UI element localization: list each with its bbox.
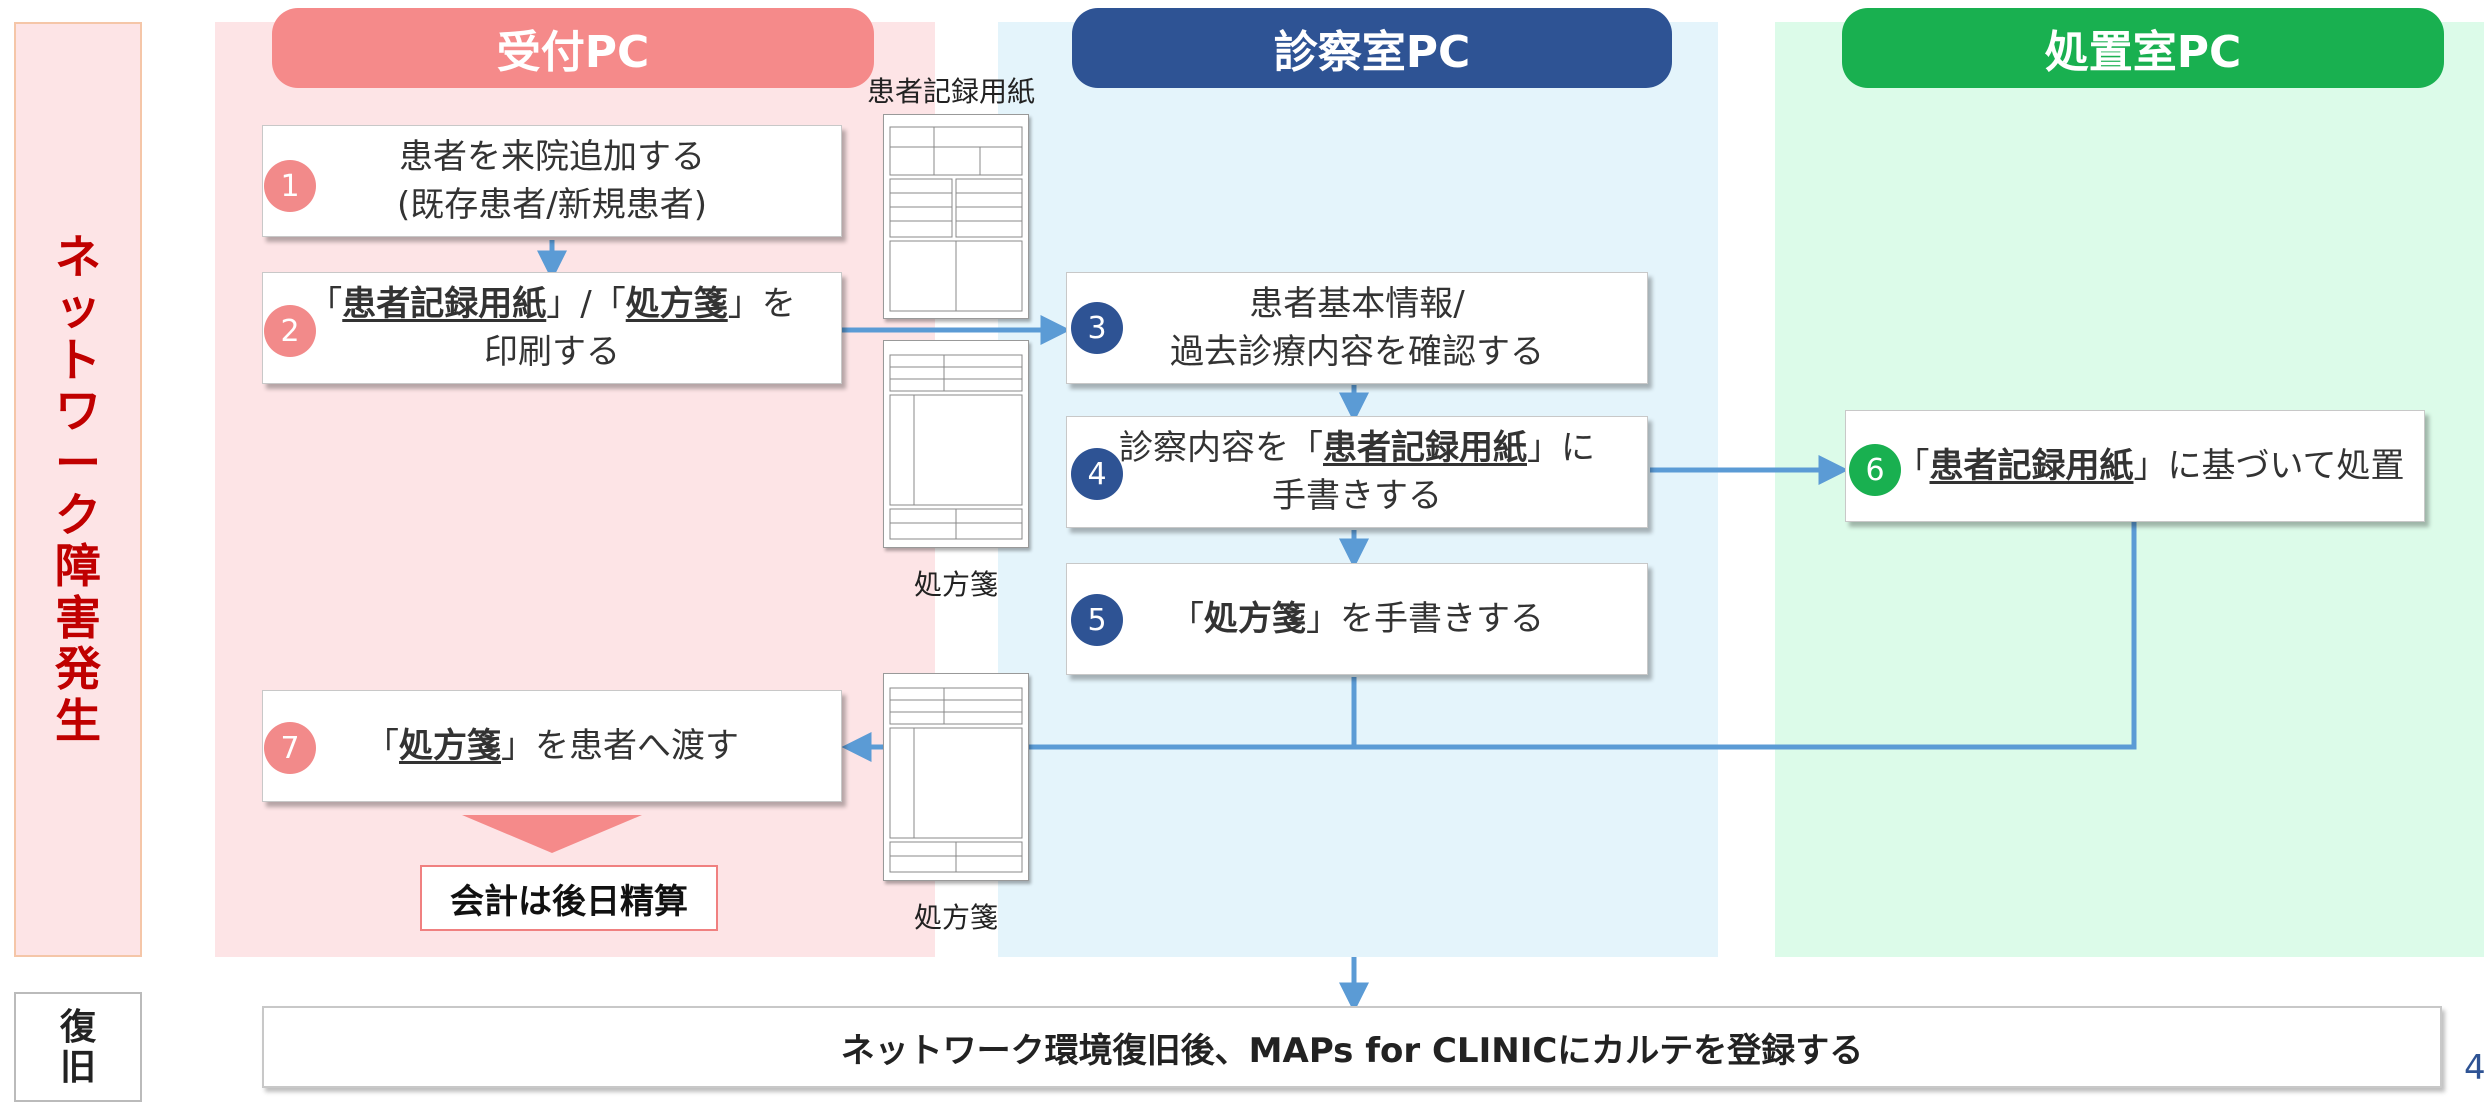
label-char: 生 xyxy=(55,693,101,748)
prescription-graphic xyxy=(889,687,1023,873)
prescription-thumbnail-2 xyxy=(883,673,1029,881)
label-char: ク xyxy=(55,487,101,542)
text: 「 xyxy=(1895,446,1930,486)
prescription-caption-1: 処方箋 xyxy=(913,568,998,601)
bold-record-sheet: 患者記録用紙 xyxy=(1929,446,2134,486)
lane-title: 処置室PC xyxy=(2044,27,2242,78)
lane-header-treatment: 処置室PC xyxy=(1842,8,2444,88)
step-5-box: 「処方箋」を手書きする xyxy=(1066,563,1648,675)
bold-record-sheet: 患者記録用紙 xyxy=(342,284,547,324)
label-char: 発 xyxy=(55,642,101,697)
step-1-box: 患者を来院追加する (既存患者/新規患者) xyxy=(262,125,842,237)
accounting-note: 会計は後日精算 xyxy=(420,865,718,931)
step-5-text: 「処方箋」を手書きする xyxy=(1170,595,1544,643)
step-6-box: 「患者記録用紙」に基づいて処置 xyxy=(1845,410,2425,522)
step-3-number: 3 xyxy=(1071,302,1123,354)
recovery-label: 復 旧 xyxy=(14,992,142,1102)
text: 」を患者へ渡す xyxy=(501,726,739,766)
text: 「 xyxy=(1170,599,1204,639)
text: 」に xyxy=(1527,428,1595,468)
network-failure-label: ネ ッ ト ワ ー ク 障 害 発 生 xyxy=(14,22,142,957)
label-char: 害 xyxy=(55,590,101,645)
label-char: ネ xyxy=(55,229,101,284)
accounting-note-text: 会計は後日精算 xyxy=(450,881,688,922)
step-6-text: 「患者記録用紙」に基づいて処置 xyxy=(1866,442,2405,490)
step-2-line1: 「患者記録用紙」/「処方箋」を xyxy=(308,280,795,328)
recovery-text: ネットワーク環境復旧後、MAPs for CLINICにカルテを登録する xyxy=(840,1030,1864,1071)
label-char: 復 xyxy=(59,1007,96,1048)
record-sheet-caption: 患者記録用紙 xyxy=(866,75,1035,108)
text: 」/「 xyxy=(546,284,626,324)
line-6-down xyxy=(1354,522,2137,750)
record-sheet-graphic xyxy=(889,126,1023,312)
text: 」に基づいて処置 xyxy=(2133,446,2405,486)
page-number: 4 xyxy=(2464,1048,2484,1088)
step-3-line2: 過去診療内容を確認する xyxy=(1170,332,1544,372)
text: 」を xyxy=(727,284,796,324)
label-char: ト xyxy=(55,332,101,387)
step-7-text: 「処方箋」を患者へ渡す xyxy=(365,722,739,770)
step-6-number: 6 xyxy=(1849,444,1901,496)
step-1-line2: (既存患者/新規患者) xyxy=(397,185,707,225)
lane-title: 診察室PC xyxy=(1273,27,1471,78)
step-5-number: 5 xyxy=(1071,594,1123,646)
step-3-line1: 患者基本情報/ xyxy=(1249,284,1465,324)
step-2-number: 2 xyxy=(264,305,316,357)
label-char: 旧 xyxy=(59,1047,96,1089)
step-4-line2: 手書きする xyxy=(1272,476,1442,516)
lane-title: 受付PC xyxy=(496,27,650,78)
prescription-graphic xyxy=(889,354,1023,540)
label-char: ッ xyxy=(55,281,101,336)
lane-header-reception: 受付PC xyxy=(272,8,874,88)
bold-prescription: 処方箋 xyxy=(1204,599,1306,639)
step-1-line1: 患者を来院追加する xyxy=(399,137,705,177)
down-chevron xyxy=(462,815,642,853)
step-7-number: 7 xyxy=(264,722,316,774)
label-char: ワ xyxy=(55,384,101,439)
step-2-line2: 印刷する xyxy=(484,332,620,372)
text: 診察内容を「 xyxy=(1119,428,1323,468)
bold-prescription: 処方箋 xyxy=(399,726,501,766)
recovery-box: ネットワーク環境復旧後、MAPs for CLINICにカルテを登録する xyxy=(262,1006,2442,1088)
step-1-number: 1 xyxy=(264,160,316,212)
label-char: 障 xyxy=(55,539,101,594)
bold-record-sheet: 患者記録用紙 xyxy=(1323,428,1527,468)
text: 」を手書きする xyxy=(1306,599,1544,639)
record-sheet-thumbnail xyxy=(883,114,1029,319)
bold-prescription: 処方箋 xyxy=(625,284,728,324)
prescription-thumbnail-1 xyxy=(883,340,1029,548)
step-7-box: 「処方箋」を患者へ渡す xyxy=(262,690,842,802)
step-4-box: 診察内容を「患者記録用紙」に 手書きする xyxy=(1066,416,1648,528)
text: 「 xyxy=(308,284,343,324)
step-2-box: 「患者記録用紙」/「処方箋」を 印刷する xyxy=(262,272,842,384)
text: 「 xyxy=(365,726,399,766)
label-char: ー xyxy=(55,435,101,490)
step-4-line1: 診察内容を「患者記録用紙」に xyxy=(1119,424,1595,472)
lane-header-exam: 診察室PC xyxy=(1072,8,1672,88)
prescription-caption-2: 処方箋 xyxy=(913,901,998,934)
step-4-number: 4 xyxy=(1071,448,1123,500)
step-3-box: 患者基本情報/ 過去診療内容を確認する xyxy=(1066,272,1648,384)
